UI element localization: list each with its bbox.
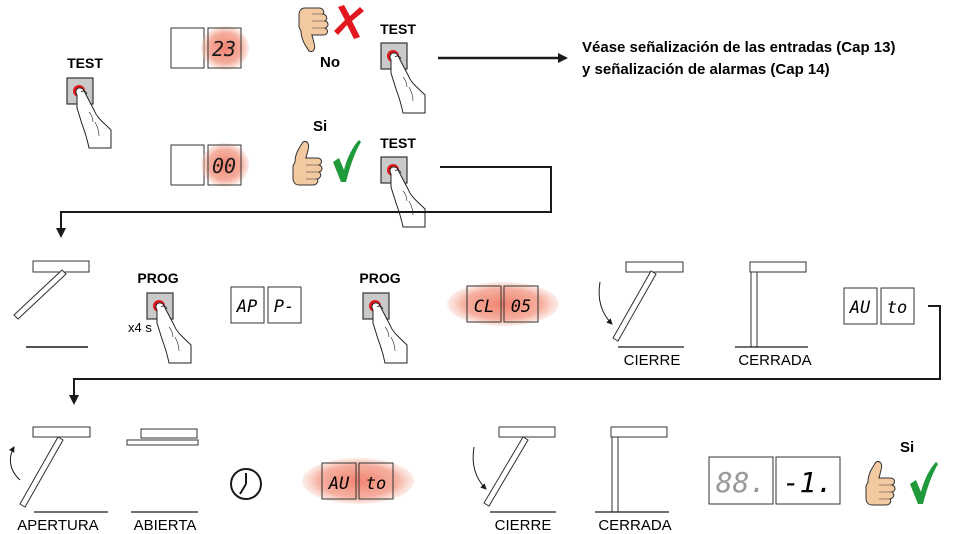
prog-button-1[interactable] [146, 292, 192, 364]
display-auto2-text-2: to [366, 474, 386, 494]
display-auto-text-1: AU [849, 298, 871, 318]
cierre-label-2: CIERRE [495, 517, 552, 534]
si-label-top: Si [313, 118, 327, 135]
display-cl-text-1: CL [474, 297, 494, 317]
display-auto-glow [302, 458, 414, 504]
display-cl-digit-2 [503, 285, 539, 323]
thumbs-up-icon [292, 140, 323, 186]
gate-open-state [13, 260, 90, 348]
display-digit-blank-2 [170, 144, 205, 186]
display-cl-text-2: 05 [511, 297, 531, 317]
abierta-label: ABIERTA [134, 517, 197, 534]
note-line-1: Véase señalización de las entradas (Cap … [582, 39, 895, 56]
display-final-text-1: 88. [716, 466, 767, 499]
display-ap-text-2: P- [274, 297, 294, 317]
si-label-bottom: Si [900, 439, 914, 456]
display-ap-digit-2 [267, 286, 302, 324]
thumbs-down-icon [298, 7, 329, 53]
display-cl-digit-1 [466, 285, 502, 323]
prog-button-2[interactable] [362, 292, 408, 364]
connector-to-row3 [69, 305, 941, 405]
display-digit-frame-2 [207, 144, 242, 186]
display-ap-digit-1 [230, 286, 265, 324]
green-check-icon [333, 140, 361, 182]
display-error-code: 23 [212, 37, 236, 61]
test-button-3[interactable] [380, 156, 426, 228]
display-auto-digit-2 [880, 287, 915, 325]
cerrada-label-2: CERRADA [598, 517, 671, 534]
no-label: No [320, 54, 340, 71]
prog-label-1: PROG [137, 270, 178, 286]
green-check-icon-2 [910, 462, 938, 504]
test-button-2[interactable] [380, 42, 426, 114]
connector-to-row2 [56, 166, 552, 238]
test-label-2: TEST [380, 21, 416, 37]
note-line-2: y señalización de alarmas (Cap 14) [582, 61, 830, 78]
hold-label: x4 s [128, 320, 152, 335]
display-digit-frame-1 [207, 27, 242, 69]
display-digit-blank-1 [170, 27, 205, 69]
display-cl-glow [447, 282, 559, 326]
display-ok-code: 00 [212, 154, 236, 178]
display-final-digit-1 [708, 456, 774, 505]
cierre-label-1: CIERRE [624, 352, 681, 369]
gate-closing-state [598, 261, 684, 348]
gate-opening-state [8, 426, 108, 513]
test-label-1: TEST [67, 55, 103, 71]
display-auto2-digit-1 [321, 462, 357, 500]
gate-closed-state [735, 261, 808, 348]
cerrada-label-1: CERRADA [738, 352, 811, 369]
apertura-label: APERTURA [17, 517, 98, 534]
display-auto2-text-1: AU [328, 474, 350, 494]
clock-icon [230, 468, 262, 500]
test-button-1[interactable] [66, 77, 112, 149]
gate-open-state-2 [126, 428, 199, 513]
display-glow-1 [201, 26, 249, 70]
gate-closing-state-2 [472, 426, 556, 513]
prog-label-2: PROG [359, 270, 400, 286]
display-final-digit-2 [775, 456, 841, 505]
display-ap-text-1: AP [236, 297, 257, 317]
display-glow-2 [201, 143, 249, 187]
display-final-text-2: -1. [783, 466, 834, 499]
display-auto2-digit-2 [358, 462, 394, 500]
display-auto-digit-1 [843, 287, 878, 325]
test-label-3: TEST [380, 135, 416, 151]
red-x-icon [334, 5, 364, 39]
gate-closed-state-2 [595, 426, 669, 513]
thumbs-up-icon-2 [865, 460, 896, 506]
display-auto-text-2: to [887, 298, 907, 318]
